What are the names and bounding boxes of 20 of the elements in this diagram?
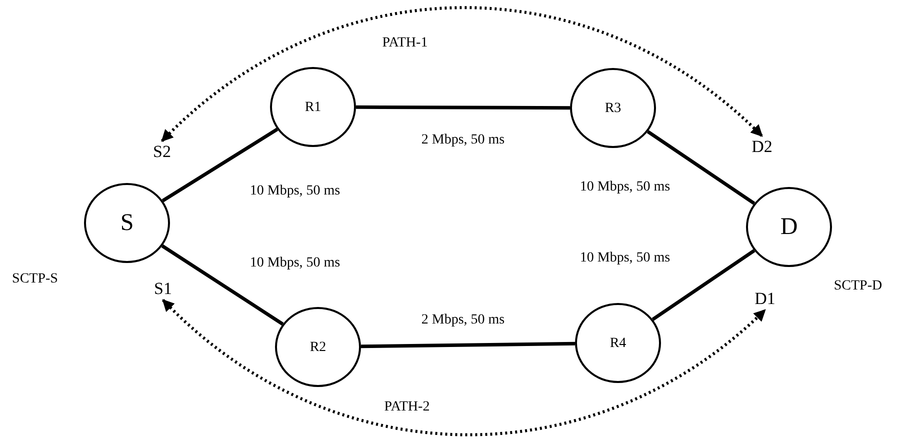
node-label: S	[120, 209, 134, 238]
interface-label: S2	[146, 141, 178, 163]
node-caption: SCTP-D	[834, 278, 882, 296]
node-label: D	[780, 213, 798, 242]
node-label: R2	[310, 338, 326, 356]
link-line	[652, 249, 756, 321]
link-line	[162, 128, 278, 202]
node-label: R1	[304, 98, 322, 116]
node-label: R4	[610, 334, 626, 352]
link-line	[161, 244, 284, 326]
dotted-arrow	[162, 298, 766, 436]
interface-label: D1	[748, 288, 782, 310]
interface-label: S1	[147, 278, 179, 300]
node-caption: SCTP-S	[12, 270, 58, 288]
link-line	[646, 130, 756, 205]
interface-label: D2	[745, 136, 779, 158]
link-line	[360, 342, 576, 348]
dotted-arrow	[160, 6, 763, 142]
link-line	[356, 105, 570, 110]
node-label: R3	[604, 100, 622, 118]
